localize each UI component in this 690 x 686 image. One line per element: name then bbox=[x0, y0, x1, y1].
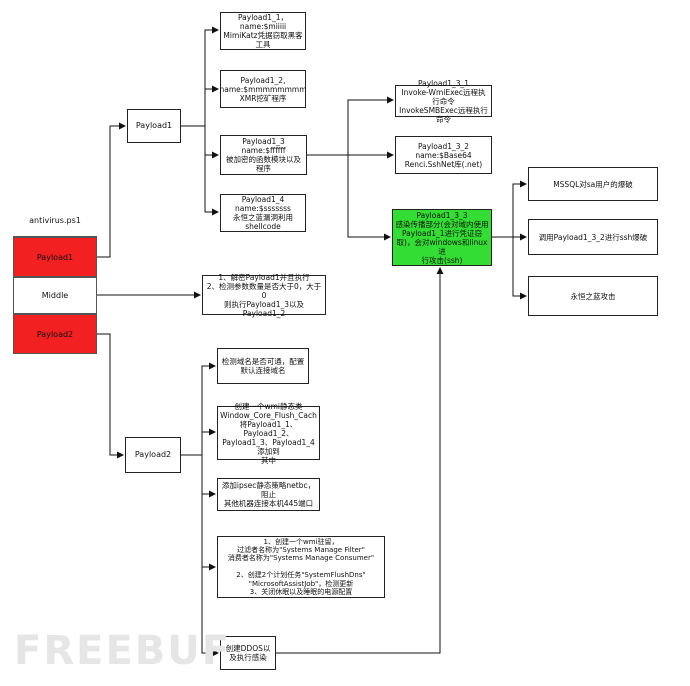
file-row-middle: Middle bbox=[13, 277, 97, 314]
node-payload1-4: Payload1_4 name:$sssssss 永恒之蓝漏洞利用 shellc… bbox=[220, 194, 306, 232]
node-payload1-2: Payload1_2, name:$mmmmmmmm XMR挖矿程序 bbox=[220, 70, 307, 108]
file-row-payload1: Payload1 bbox=[13, 237, 97, 277]
node-p2-domain-check: 检测域名是否可通，配置 默认连接域名 bbox=[217, 348, 309, 384]
node-payload1: Payload1 bbox=[127, 109, 181, 143]
node-payload1-3-3: Payload1_3_3 感染传播部分(会对域内使用 Payload1_1进行凭… bbox=[392, 209, 492, 266]
node-mssql-brute: MSSQL对sa用户的爆破 bbox=[528, 167, 658, 201]
node-payload2: Payload2 bbox=[125, 437, 181, 473]
node-ssh-brute: 调用Payload1_3_2进行ssh爆破 bbox=[528, 219, 658, 255]
node-p2-ddos: 创建DDOS以 及执行感染 bbox=[220, 636, 276, 670]
node-payload1-3: Payload1_3 name:$ffffff 被加密的函数模块以及 程序 bbox=[220, 135, 307, 175]
file-title: antivirus.ps1 bbox=[13, 204, 97, 237]
watermark-logo: FREEBUF bbox=[14, 628, 232, 674]
node-payload1-3-1: Payload1_3_1 Invoke-WmiExec远程执行命令 Invoke… bbox=[395, 79, 492, 124]
node-p2-persistence: 1、创建一个wmi驻留， 过滤者名称为"Systems Manage Filte… bbox=[217, 536, 385, 598]
node-middle-desc: 1、解密Payload1并且执行 2、检测参数数量是否大于0，大于0 则执行Pa… bbox=[202, 273, 326, 318]
node-eternalblue-attack: 永恒之蓝攻击 bbox=[528, 276, 658, 316]
node-payload1-1: Payload1_1， name:$miiiii MimiKatz凭据窃取黑客 … bbox=[220, 12, 306, 50]
node-p2-ipsec: 添加ipsec静态策略netbc，阻止 其他机器连接本机445端口 bbox=[217, 478, 320, 511]
node-payload1-3-2: Payload1_3_2 name:$Base64 Renci.SshNet库(… bbox=[395, 136, 492, 174]
node-p2-wmi-class: 创建一个wmi静态类 Window_Core_Flush_Cach 将Paylo… bbox=[217, 402, 320, 465]
file-row-payload2: Payload2 bbox=[13, 314, 97, 354]
